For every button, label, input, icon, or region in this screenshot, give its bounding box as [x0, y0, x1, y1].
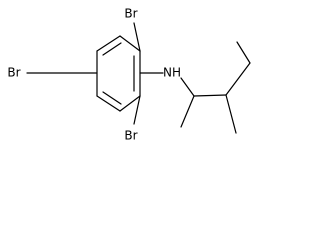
ring-double-bond-bottom [102, 91, 122, 105]
ring-bond-c4-c5 [119, 95, 141, 112]
chemical-structure-canvas: Br Br Br NH [7, 7, 251, 143]
bond-upper-to-end [236, 41, 251, 64]
ring-bond-c3-c4 [96, 95, 121, 112]
bond-ch2-to-upper [225, 62, 251, 96]
ring-bond-c1-c2 [96, 35, 121, 52]
bond-ch-to-ch2 [193, 94, 227, 97]
atom-label-br-top: Br [124, 7, 137, 21]
molecule-diagram: Br Br Br NH [7, 7, 251, 143]
atom-label-br-left: Br [7, 66, 20, 80]
atom-label-nh: NH [163, 66, 181, 80]
atom-label-br-bottom: Br [124, 129, 137, 143]
bond-to-br-bottom [133, 95, 141, 125]
bond-to-br-top [133, 22, 141, 52]
ring-bond-c6-c1 [119, 35, 141, 52]
ring-double-bond-top [102, 42, 122, 56]
bond-nh-to-ch [180, 77, 195, 97]
bond-ch2-to-ch3-lower [225, 94, 237, 134]
bond-ch-to-methyl [180, 95, 195, 128]
